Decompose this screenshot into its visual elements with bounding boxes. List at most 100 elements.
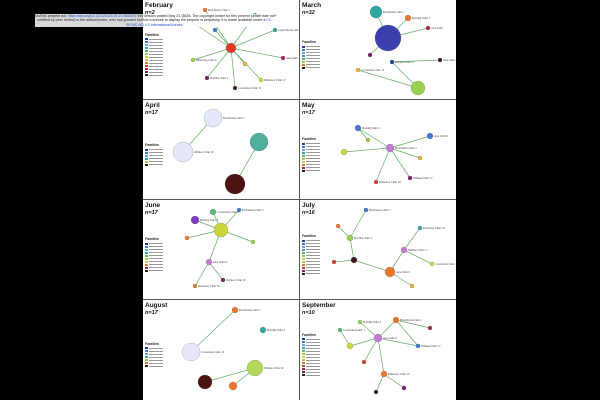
network-node [220,277,226,283]
license-link[interactable]: CC-BY-NC-ND 4.0 International license [126,18,273,27]
legend-swatch [302,45,305,48]
panel-month-title: May [302,102,315,109]
doi-link[interactable]: https://doi.org/10.1101/2025.05.21.65524… [68,14,136,18]
legend-text-line [306,146,320,147]
legend-text-line [149,71,163,73]
banner-text-3: . [182,22,184,27]
legend-text-line [306,341,320,343]
legend-text-line [149,362,163,364]
legend-entry [302,368,320,371]
legend-swatch [302,269,305,272]
families-legend: Families [145,33,163,77]
legend-text-line [306,143,320,144]
legend-swatch [145,41,148,43]
legend-entry [145,151,163,154]
network-node [209,208,217,216]
legend-text-line [306,264,320,265]
legend-text-line [306,55,320,56]
legend-swatch [145,71,148,73]
network-edge [230,29,276,49]
legend-text-line [149,152,163,153]
legend-text-line [149,350,163,352]
panel-month-title: June [145,202,161,209]
network-edge [403,227,421,251]
legend-entry [145,350,163,353]
legend-text-line [306,164,320,165]
legend-entry [145,56,163,59]
legend-swatch [302,272,305,275]
legend-entry [302,338,320,341]
legend-swatch [145,157,148,160]
legend-swatch [302,344,305,346]
network-node [280,55,286,61]
node-label: Bronchiolus Clinic 2 [223,117,245,120]
legend-title: Families [145,32,160,37]
legend-entry [145,245,163,248]
legend-entry [302,260,320,263]
network-edge [363,337,379,363]
legend-swatch [302,248,305,251]
legend-swatch [302,251,305,254]
legend-swatch [302,160,305,163]
network-node [172,141,194,163]
legend-entry [302,63,320,66]
network-node [190,215,200,225]
node-label: Aloe Clinic 9 [383,337,398,340]
network-node [197,374,213,390]
legend-entry [302,245,320,248]
panel-month-title: March [302,2,322,9]
node-label: Wellness Clinic 20 [194,151,214,154]
network-node [365,137,371,143]
legend-swatch [302,57,305,60]
network-node [355,67,361,73]
network-node [213,222,229,238]
legend-entry [302,163,320,166]
legend-entry [145,248,163,251]
legend-swatch [145,44,148,46]
legend-entry [145,347,163,350]
legend-swatch [145,254,148,257]
legend-entry [145,242,163,245]
legend-text-line [306,356,320,358]
node-label: Aloe Clinic 9 [396,271,411,274]
legend-entry [145,68,163,71]
network-edge [339,329,351,347]
legend-swatch [145,148,148,151]
legend-text-line [306,252,320,253]
node-label: Morning Clinic 3 [363,321,382,324]
network-node [361,359,367,365]
legend-swatch [302,368,305,370]
legend-text-line [306,249,320,250]
preprint-banner: bioRxiv preprint doi: https://doi.org/10… [35,14,275,28]
row-divider [143,99,456,100]
legend-entry [302,148,320,151]
network-node [380,370,388,378]
network-node [373,333,383,343]
node-label: Wellness Clinic 20 [264,367,284,370]
legend-swatch [145,65,148,67]
network-node [415,343,421,349]
legend-text-line [149,68,163,70]
network-edge [230,47,236,89]
legend-entry [145,44,163,47]
legend-entry [302,248,320,251]
legend-swatch [302,266,305,269]
legend-swatch [302,257,305,260]
legend-swatch [145,266,148,269]
legend-text-line [149,65,163,67]
network-node [232,85,238,91]
legend-entry [302,142,320,145]
network-node [392,316,400,324]
node-label: Wellness Clinic 17 [421,345,441,348]
legend-swatch [302,341,305,343]
network-node [212,27,218,33]
node-label: Pulmonary Clinic 18 [379,181,401,184]
legend-text-line [149,365,163,367]
legend-text-line [306,243,320,244]
network-edge [333,259,355,263]
network-node [335,223,341,229]
legend-title: Families [145,237,160,241]
legend-swatch [145,269,148,272]
